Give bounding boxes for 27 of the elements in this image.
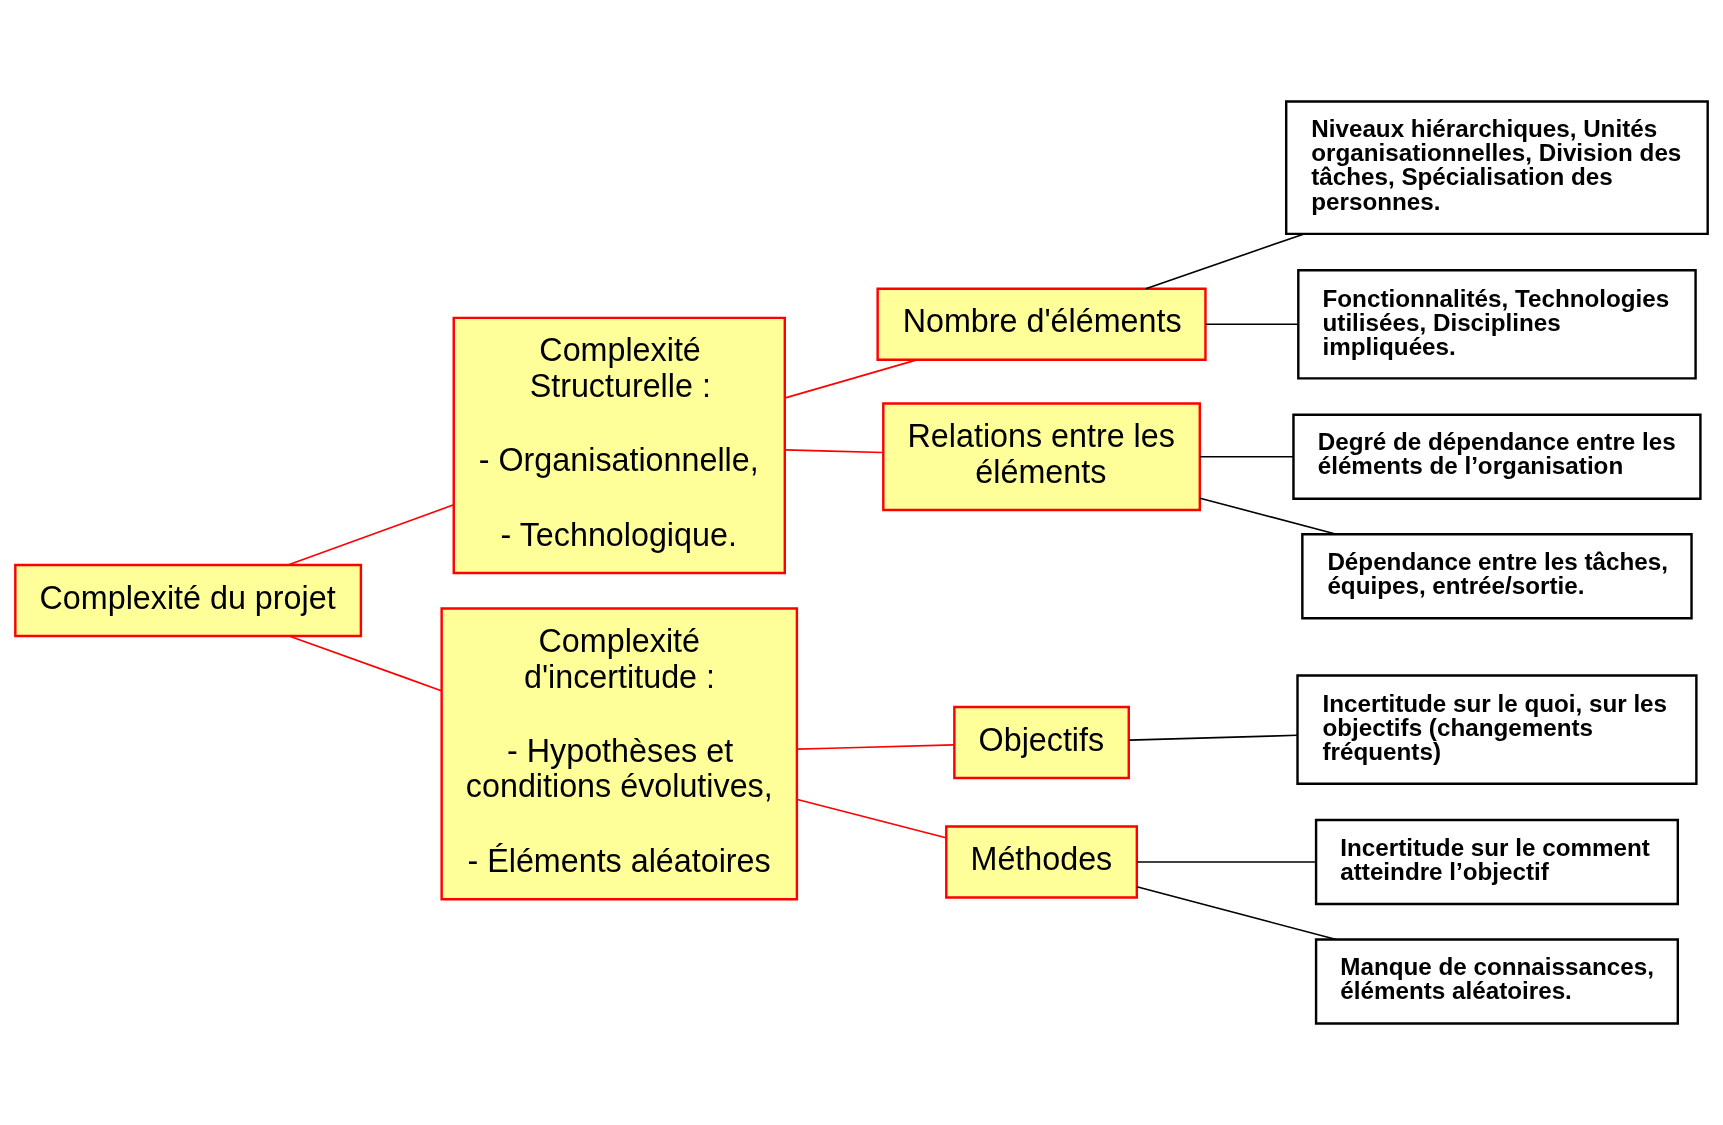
node-box: Degré de dépendance entre les éléments de l’organisation xyxy=(1292,413,1702,500)
connector xyxy=(784,359,918,399)
node-box: Objectifs xyxy=(953,705,1130,780)
connector xyxy=(1204,323,1299,326)
connector xyxy=(796,798,947,839)
node-box: Fonctionnalités, Technologies utilisées, Disciplines impliquées. xyxy=(1297,269,1697,380)
connector xyxy=(796,744,955,750)
connector xyxy=(287,504,455,566)
node-box: Nombre d'éléments xyxy=(876,287,1207,362)
node-box: Complexité du projet xyxy=(14,563,363,638)
node-box: Relations entre les éléments xyxy=(882,402,1201,512)
connector xyxy=(1136,886,1338,941)
node-box: Complexité d'incertitude : - Hypothèses et conditions évolutives, - Éléments aléatoires xyxy=(440,607,799,901)
node-box: Dépendance entre les tâches, équipes, entrée/sortie. xyxy=(1301,533,1693,620)
node-box: Incertitude sur le quoi, sur les objectifs (changements fréquents) xyxy=(1296,674,1698,785)
connector xyxy=(1144,233,1305,290)
connector xyxy=(288,635,443,692)
connector xyxy=(784,449,884,454)
connector xyxy=(1128,734,1298,741)
node-box: Méthodes xyxy=(945,825,1139,899)
node-box: Incertitude sur le comment atteindre l’objectif xyxy=(1314,818,1679,906)
node-box: Niveaux hiérarchiques, Unités organisationnelles, Division des tâches, Spécialisation des personnes. xyxy=(1285,100,1709,236)
node-box: Manque de connaissances, éléments aléatoires. xyxy=(1314,938,1679,1025)
connector xyxy=(1136,861,1317,863)
node-box: Complexité Structurelle : - Organisationnelle, - Technologique. xyxy=(452,316,786,575)
connector xyxy=(1199,455,1295,458)
connector xyxy=(1199,497,1338,536)
